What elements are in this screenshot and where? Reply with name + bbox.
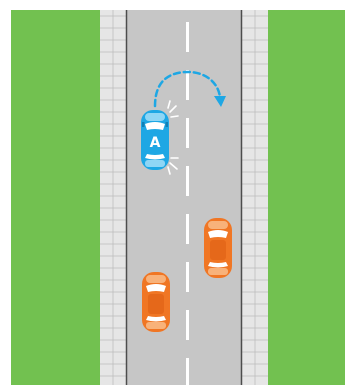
lane-dash [186,166,189,196]
grass-left [11,10,100,385]
sidewalk-right [242,10,268,385]
lane-dash [186,310,189,340]
grass-right [268,10,345,385]
lane-dash [186,118,189,148]
lane-dash [186,214,189,244]
car-a-label: A [150,135,161,151]
road [126,10,242,385]
lane-dash [186,70,189,100]
lane-dash [186,22,189,52]
car-left-lane [142,272,170,332]
sidewalk-left [100,10,126,385]
car-right-lane [204,218,232,278]
car-a: A [141,110,169,170]
lane-dash [186,358,189,385]
lane-dash [186,262,189,292]
